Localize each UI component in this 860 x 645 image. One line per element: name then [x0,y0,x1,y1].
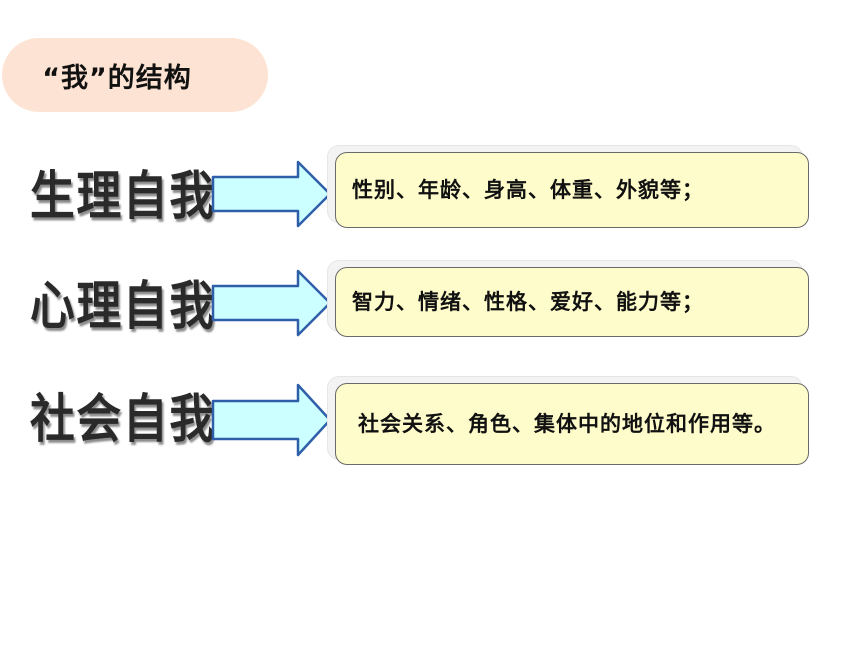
row-label-physical: 生理自我 [30,166,216,227]
title-pill: “我”的结构 [2,38,268,112]
row-label-social: 社会自我 [30,389,216,450]
right-arrow-icon [211,269,332,337]
description-text-physical: 性别、年龄、身高、体重、外貌等； [352,177,704,202]
row-label-psychological: 心理自我 [30,276,216,337]
structure-row-physical: 生理自我 性别、年龄、身高、体重、外貌等； [0,145,860,265]
description-box-psychological: 智力、情绪、性格、爱好、能力等； [335,267,809,337]
right-arrow-icon [211,383,332,457]
description-box-physical: 性别、年龄、身高、体重、外貌等； [335,152,809,228]
right-arrow-icon [211,160,332,228]
structure-row-psychological: 心理自我 智力、情绪、性格、爱好、能力等； [0,260,860,375]
description-text-social: 社会关系、角色、集体中的地位和作用等。 [358,411,776,436]
description-text-psychological: 智力、情绪、性格、爱好、能力等； [352,289,704,314]
structure-row-social: 社会自我 社会关系、角色、集体中的地位和作用等。 [0,376,860,488]
description-box-social: 社会关系、角色、集体中的地位和作用等。 [335,383,809,465]
slide-title: “我”的结构 [42,62,192,94]
